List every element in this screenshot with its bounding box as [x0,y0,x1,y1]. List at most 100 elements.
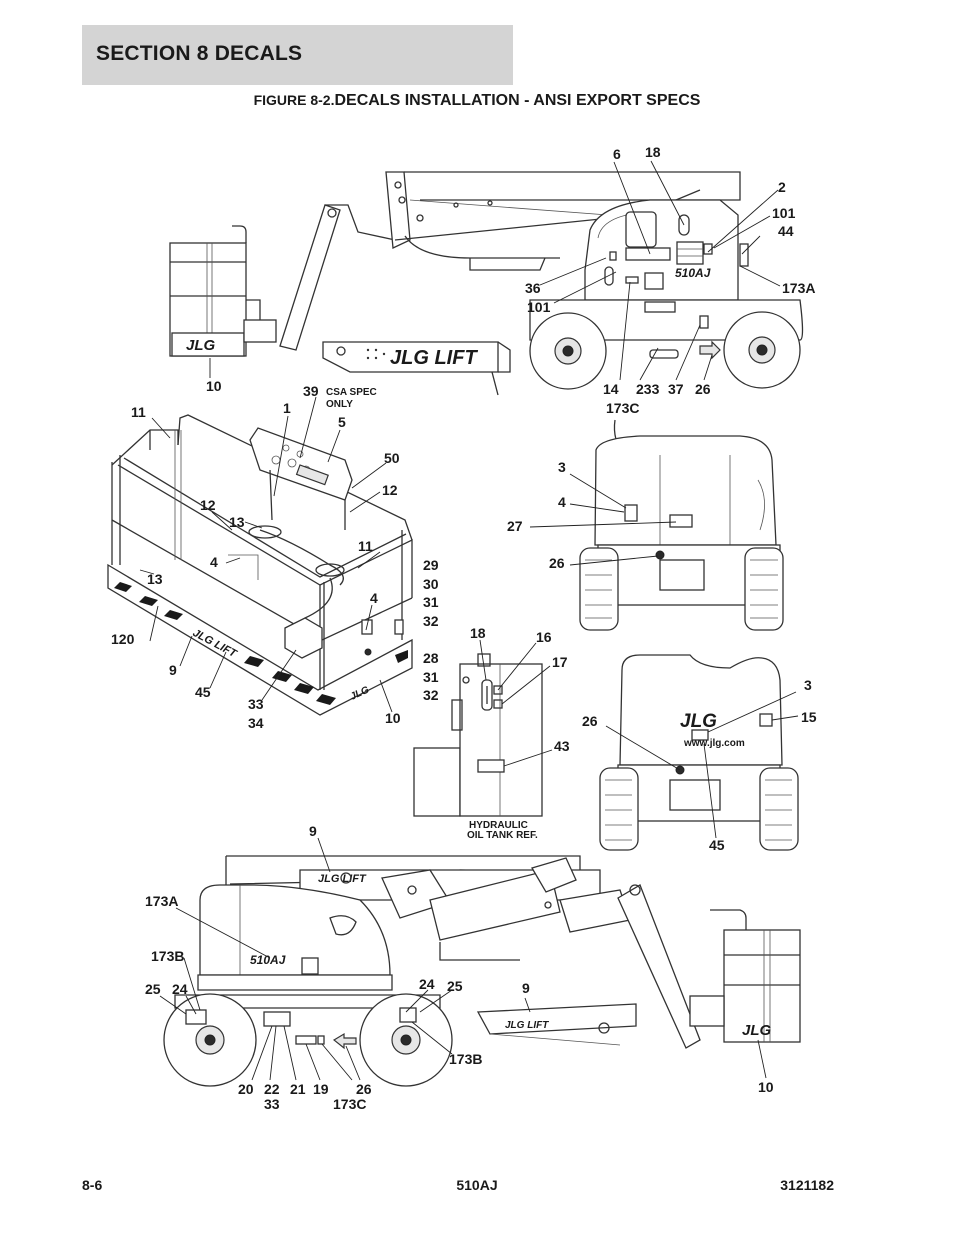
callout-45-platform: 45 [195,684,211,700]
front-left-tire [599,767,639,851]
machine-front-view: JLG www.jlg.com 3 15 26 45 [582,654,817,853]
callout-24-rear: 24 [172,981,188,997]
callout-101: 101 [772,205,796,221]
callout-12-right: 12 [382,482,398,498]
callout-1: 1 [283,400,291,416]
hydraulic-tank-view: 18 16 17 43 HYDRAULIC OIL TANK REF. [413,625,570,841]
rear-right-tire [744,547,784,631]
callout-120: 120 [111,631,135,647]
callout-26-rear: 26 [549,555,565,571]
callout-16: 16 [536,629,552,645]
callout-173b-front: 173B [449,1051,482,1067]
callout-29: 29 [423,557,439,573]
model-decal-right: 510AJ [675,266,711,280]
callout-26-front: 26 [582,713,598,729]
callout-173b-rear: 173B [151,948,184,964]
callout-19: 19 [313,1081,329,1097]
web-decal: www.jlg.com [683,738,745,749]
callout-4-left: 4 [210,554,218,570]
callout-4-right: 4 [370,590,378,606]
platform-kickplate [107,563,413,716]
callout-5: 5 [338,414,346,430]
machine-rear-view: 3 4 27 26 [507,419,784,631]
callout-6: 6 [613,146,621,162]
jlg-logo-basket-bottom: JLG [742,1022,772,1039]
machine-left-side-view: JLG LIFT 510AJ JLG LIFT [145,823,801,1112]
footer-model: 510AJ [456,1177,498,1193]
callout-173c: 173C [606,400,639,416]
callout-11-right: 11 [358,538,373,554]
callout-12-left: 12 [200,497,216,513]
jlg-lift-jib: JLG LIFT [505,1020,549,1031]
figure-caption: DECALS INSTALLATION - ANSI EXPORT SPECS [334,92,701,109]
front-right-tire [759,767,799,851]
callout-33-left: 33 [264,1096,280,1112]
callout-101b: 101 [527,299,551,315]
callout-32-bottom: 32 [423,687,439,703]
callout-14: 14 [603,381,619,397]
foot-switch [284,617,323,659]
callout-2: 2 [778,179,786,195]
callout-50: 50 [384,450,400,466]
callout-4-rear: 4 [558,494,566,510]
jlg-logo-front: JLG [680,711,717,732]
callout-13-top: 13 [229,514,245,530]
callout-9-platform: 9 [169,662,177,678]
callout-26-left: 26 [356,1081,372,1097]
jlg-lift-boom: JLG LIFT [318,873,367,885]
main-boom [404,171,741,201]
footer-part-number: 3121182 [780,1177,834,1193]
callout-173a: 173A [782,280,815,296]
callout-21: 21 [290,1081,306,1097]
callout-17: 17 [552,654,568,670]
callout-34: 34 [248,715,264,731]
callout-32-top: 32 [423,613,439,629]
callout-31-top: 31 [423,594,439,610]
footer-page-number: 8-6 [82,1177,103,1193]
callout-10-left: 10 [758,1079,774,1095]
callout-9-boom: 9 [309,823,317,839]
jib-decal-panel [322,341,499,373]
hydraulic-note: HYDRAULIC [469,820,528,831]
callout-39: 39 [303,383,319,399]
front-turntable [619,654,783,766]
hydraulic-tank [459,663,543,817]
callout-10-platform: 10 [385,710,401,726]
callout-20: 20 [238,1081,254,1097]
callout-28: 28 [423,650,439,666]
callout-9-jib: 9 [522,980,530,996]
callout-27: 27 [507,518,523,534]
callout-26: 26 [695,381,711,397]
callout-25-rear: 25 [145,981,161,997]
jib-left [617,884,701,1049]
oil-tank-note: OIL TANK REF. [467,830,538,841]
control-console [249,427,353,501]
callout-18-tank: 18 [470,625,486,641]
jib-arm [279,204,341,351]
callout-18: 18 [645,144,661,160]
callout-31-bottom: 31 [423,669,439,685]
machine-right-side-view: JLG 510AJ [169,144,815,416]
callout-173c-left: 173C [333,1096,366,1112]
section-title: SECTION 8 DECALS [96,42,303,65]
callout-22: 22 [264,1081,280,1097]
callout-25-front: 25 [447,978,463,994]
csa-spec-only-note: ONLY [326,399,353,410]
callout-44: 44 [778,223,794,239]
callout-10: 10 [206,378,222,394]
callout-33: 33 [248,696,264,712]
callout-15: 15 [801,709,817,725]
callout-173a-left: 173A [145,893,178,909]
model-decal-left: 510AJ [250,953,286,967]
section-header: SECTION 8 DECALS [82,25,513,85]
csa-spec-note: CSA SPEC [326,387,377,398]
callout-43: 43 [554,738,570,754]
callout-36: 36 [525,280,541,296]
turntable-left [199,884,391,976]
callout-233: 233 [636,381,660,397]
callout-13-bottom: 13 [147,571,163,587]
callout-45-front: 45 [709,837,725,853]
jlg-logo-basket-top: JLG [186,337,216,354]
rear-counterweight [594,435,777,546]
